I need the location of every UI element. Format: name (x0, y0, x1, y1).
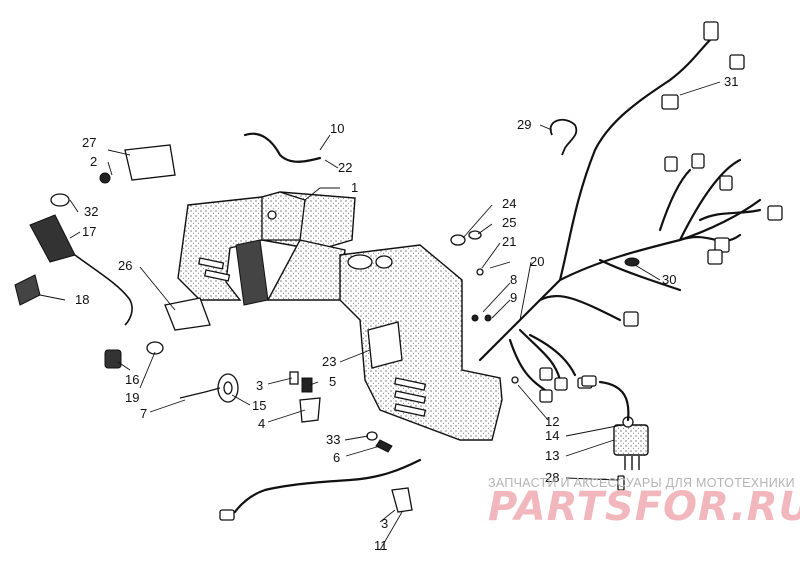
leader-lines (39, 81, 721, 551)
callout-20: 20 (530, 254, 544, 269)
callout-labels: 1 2 3 3 4 5 6 7 8 9 10 11 12 13 14 15 16… (75, 74, 738, 553)
callout-3b: 3 (381, 516, 388, 531)
callout-12: 12 (545, 414, 559, 429)
watermark-caption: ЗАПЧАСТИ И АКСЕССУАРЫ ДЛЯ МОТОТЕХНИКИ (488, 476, 795, 490)
voltage-regulator (581, 375, 649, 491)
callout-26: 26 (118, 258, 132, 273)
callout-5: 5 (329, 374, 336, 389)
callout-7: 7 (140, 406, 147, 421)
callout-29: 29 (517, 117, 531, 132)
callout-1: 1 (351, 180, 358, 195)
callout-21: 21 (502, 234, 516, 249)
callout-18: 18 (75, 292, 89, 307)
callout-4: 4 (258, 416, 265, 431)
watermark: ЗАПЧАСТИ И АКСЕССУАРЫ ДЛЯ МОТОТЕХНИКИ PA… (488, 476, 800, 530)
callout-16: 16 (125, 372, 139, 387)
callout-28: 28 (545, 470, 559, 485)
callout-15: 15 (252, 398, 266, 413)
callout-19: 19 (125, 390, 139, 405)
callout-13: 13 (545, 448, 559, 463)
callout-23: 23 (322, 354, 336, 369)
callout-33: 33 (326, 432, 340, 447)
callout-6: 6 (333, 450, 340, 465)
callout-9: 9 (510, 290, 517, 305)
callout-25: 25 (502, 215, 516, 230)
callout-2: 2 (90, 154, 97, 169)
callout-10: 10 (330, 121, 344, 136)
callout-22: 22 (338, 160, 352, 175)
console-housing (177, 191, 503, 441)
callout-17: 17 (82, 224, 96, 239)
callout-32: 32 (84, 204, 98, 219)
callout-30: 30 (662, 272, 676, 287)
callout-3a: 3 (256, 378, 263, 393)
callout-24: 24 (502, 196, 516, 211)
callout-14: 14 (545, 428, 559, 443)
callout-31: 31 (724, 74, 738, 89)
callout-8: 8 (510, 272, 517, 287)
watermark-logo: PARTSFOR.RU (488, 484, 800, 530)
callout-11: 11 (374, 538, 388, 553)
wiring-harness (219, 21, 783, 521)
left-side-parts (14, 132, 519, 513)
callout-27: 27 (82, 135, 96, 150)
